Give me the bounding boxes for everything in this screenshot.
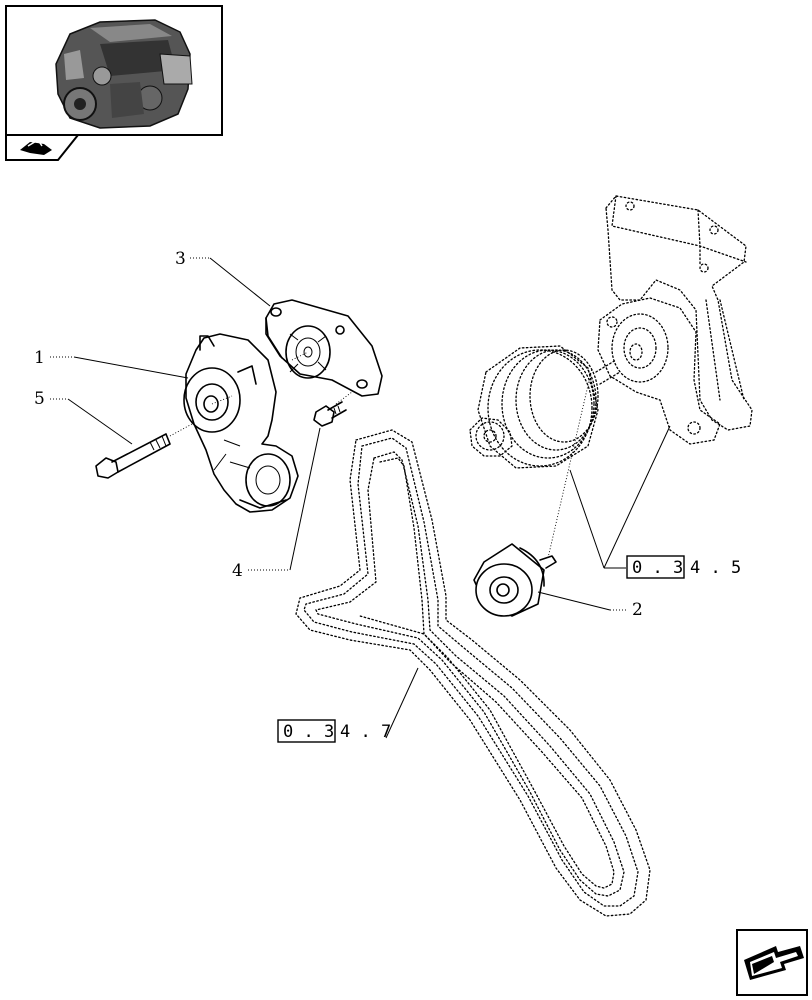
bolt-5 (95, 433, 171, 479)
reference-lower-rest: 4 . 7 (340, 722, 391, 742)
callout-3: 3 (175, 249, 186, 269)
reference-lower-boxed: 0 . 3 (283, 722, 334, 742)
reference-upper-rest: 4 . 5 (690, 558, 741, 578)
callout-1: 1 (34, 348, 45, 368)
idler-pulley (473, 543, 557, 617)
hand-book-icon (20, 138, 52, 155)
callout-5: 5 (34, 389, 45, 409)
drive-belt (295, 429, 651, 917)
reference-upper[interactable]: 0 . 3 4 . 5 (626, 555, 741, 579)
reference-upper-boxed: 0 . 3 (632, 558, 683, 578)
leader-lines (50, 257, 671, 739)
section-tab[interactable] (5, 134, 81, 161)
callout-2: 2 (632, 600, 643, 620)
water-pump-assembly (469, 195, 753, 469)
reference-lower[interactable]: 0 . 3 4 . 7 (277, 719, 391, 743)
callout-4: 4 (232, 561, 243, 581)
engine-thumbnail-icon[interactable] (5, 5, 223, 136)
screw-4 (313, 401, 347, 427)
belt-tensioner (183, 333, 299, 513)
next-page-arrow-icon[interactable] (736, 929, 808, 996)
tensioner-bracket (265, 299, 383, 397)
